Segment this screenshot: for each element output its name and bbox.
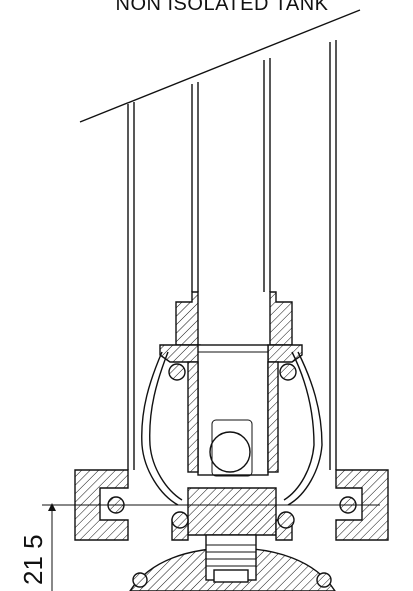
o-ring-lower-left bbox=[171, 511, 189, 529]
housing-right bbox=[283, 351, 323, 506]
o-ring-upper-left bbox=[168, 363, 186, 381]
left-flange-clamp bbox=[74, 469, 129, 541]
upper-gland bbox=[159, 291, 303, 363]
tank-wall-line bbox=[79, 9, 361, 123]
dimension-label: 21 5 bbox=[18, 534, 48, 585]
bottom-dome bbox=[129, 534, 336, 591]
lower-body bbox=[171, 487, 293, 541]
o-ring-lower-right bbox=[277, 511, 295, 529]
housing-left bbox=[141, 351, 183, 506]
right-rod bbox=[329, 40, 337, 470]
dimension-marker bbox=[42, 503, 62, 591]
drawing-title: NON ISOLATED TANK bbox=[116, 0, 329, 15]
o-ring-upper-right bbox=[279, 363, 297, 381]
central-shaft bbox=[191, 58, 271, 292]
ball bbox=[209, 419, 253, 477]
left-rod bbox=[127, 102, 135, 470]
